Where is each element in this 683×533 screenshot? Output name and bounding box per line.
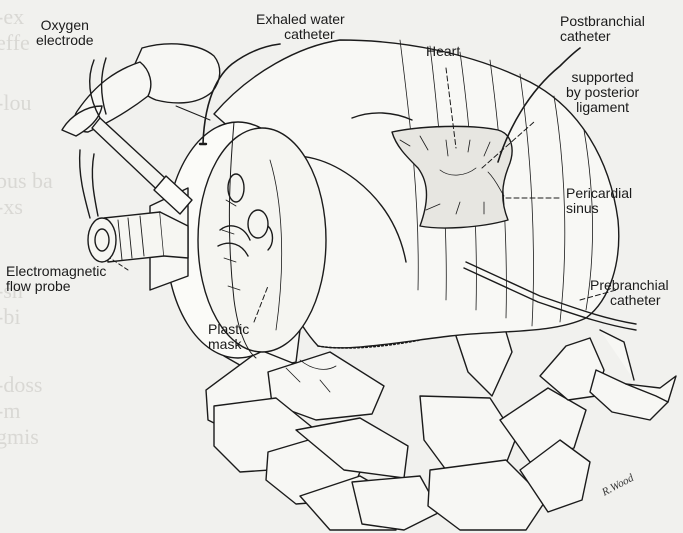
label-line: Oxygen [36,18,94,33]
label-line: Postbranchial [560,14,645,29]
label-exhaled-water-catheter: Exhaled water catheter [256,12,345,42]
label-line: electrode [36,33,94,48]
label-line: Exhaled water [256,12,345,27]
label-heart: Heart [426,44,460,59]
claw [62,44,220,136]
label-line: Electromagnetic [6,264,106,279]
label-pericardial-sinus: Pericardial sinus [566,186,632,216]
label-electromagnetic-flow-probe: Electromagnetic flow probe [6,264,106,294]
label-line: catheter [560,29,645,44]
label-line: mask [208,337,249,352]
label-line: Plastic [208,322,249,337]
label-line: flow probe [6,279,106,294]
label-posterior-ligament: supported by posterior ligament [566,70,639,115]
label-line: catheter [590,293,669,308]
label-prebranchial-catheter: Prebranchial catheter [590,278,669,308]
label-oxygen-electrode: Oxygen electrode [36,18,94,48]
label-line: ligament [566,100,639,115]
label-line: by posterior [566,85,639,100]
label-line: catheter [256,27,345,42]
label-line: Heart [426,44,460,59]
label-line: Pericardial [566,186,632,201]
label-line: Prebranchial [590,278,669,293]
label-line: sinus [566,201,632,216]
label-postbranchial-catheter: Postbranchial catheter [560,14,645,44]
label-line: supported [566,70,639,85]
label-plastic-mask: Plastic mask [208,322,249,352]
